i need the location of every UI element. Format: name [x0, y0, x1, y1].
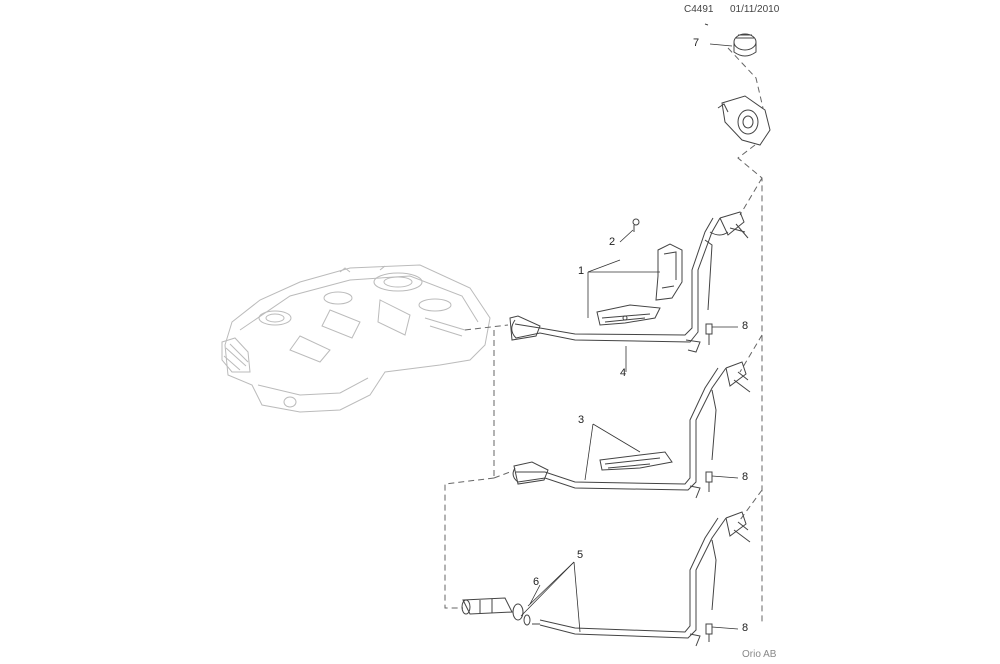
- callout-8-top: 8: [742, 320, 749, 332]
- callout-4: 4: [620, 367, 627, 379]
- assembly-guide-lines: [444, 47, 764, 625]
- filler-pipe-middle: [512, 361, 751, 499]
- bolt-middle: [705, 471, 713, 492]
- filler-pipe-top: [509, 211, 749, 353]
- callout-8-bottom: 8: [742, 622, 749, 634]
- filler-flange: [717, 95, 771, 146]
- hose-clamp: [512, 603, 540, 626]
- callout-6: 6: [533, 576, 540, 588]
- heat-shield-middle: [599, 451, 673, 471]
- filler-hose: [461, 597, 513, 615]
- fuel-cap: [704, 23, 757, 57]
- heat-shield-bracket: [655, 243, 683, 301]
- fuel-tank: [221, 264, 491, 413]
- callout-1: 1: [578, 265, 585, 277]
- bolt-top: [705, 323, 713, 345]
- leader-lines: [520, 43, 739, 633]
- callout-3: 3: [578, 414, 585, 426]
- callout-8-middle: 8: [742, 471, 749, 483]
- callout-7: 7: [693, 37, 700, 49]
- footer-brand: Orio AB: [742, 649, 777, 660]
- diagram-date: 01/11/2010: [730, 4, 780, 15]
- clip: [632, 218, 640, 232]
- filler-pipe-bottom: [539, 511, 751, 647]
- callout-5: 5: [577, 549, 584, 561]
- heat-shield-lower: [596, 304, 661, 326]
- callout-2: 2: [609, 236, 616, 248]
- diagram-code: C4491: [684, 4, 714, 15]
- bolt-bottom: [705, 623, 713, 642]
